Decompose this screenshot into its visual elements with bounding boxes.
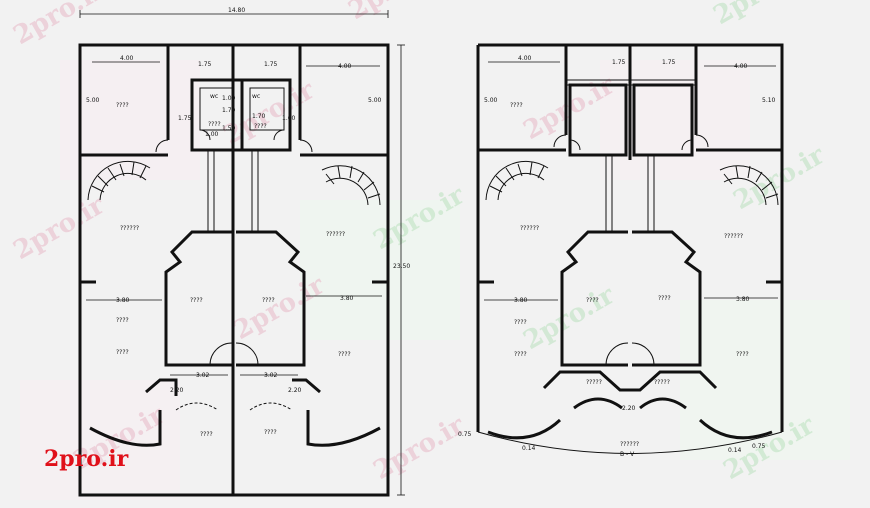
- spiral-stair-right: [719, 165, 779, 206]
- room-label-bay-right: ?????: [654, 379, 670, 386]
- room-label-stair-left: ??????: [520, 225, 539, 232]
- dim-arc-small-right: 0.14: [728, 447, 742, 454]
- dim-top-right-width: 4.00: [734, 63, 748, 70]
- room-label-hall-right: ????: [262, 297, 275, 304]
- dim-core-small: 1.00: [205, 131, 219, 138]
- room-label-front-left-1: ????: [514, 319, 527, 326]
- room-label-stair-right: ??????: [724, 233, 743, 240]
- footer-title-label: ??????: [620, 441, 639, 448]
- spiral-stair-right: [321, 165, 381, 206]
- room-label-stair-right: ??????: [326, 231, 345, 238]
- dim-arc-left: 0.75: [458, 431, 472, 438]
- dim-core-small: 1.70: [252, 113, 266, 120]
- dim-overall-width: 14.80: [228, 7, 245, 14]
- dim-mid-right: 3.80: [340, 295, 354, 302]
- dim-arc-right: 0.75: [752, 443, 766, 450]
- dim-core-small: 1.70: [222, 107, 236, 114]
- room-label-front-left-2: ????: [116, 349, 129, 356]
- room-label-hall-left: ????: [586, 297, 599, 304]
- room-label-bay-left: ?????: [586, 379, 602, 386]
- room-label-top-left: ????: [116, 102, 129, 109]
- dim-top-left-width: 4.00: [120, 55, 134, 62]
- dim-bay-right: 2.20: [288, 387, 302, 394]
- label-wc-right: wc: [252, 93, 260, 100]
- dim-top-left-depth: 5.00: [484, 97, 498, 104]
- dim-core-top-right: 1.75: [662, 59, 676, 66]
- room-label-front-right: ????: [736, 351, 749, 358]
- section-mark-label: B - V: [620, 451, 635, 458]
- dim-mid-right: 3.80: [736, 296, 750, 303]
- site-logo: 2pro.ir: [44, 446, 129, 472]
- plan-right: 4.00 5.00 4.00 5.10 1.75 1.75 ???? ?????…: [458, 43, 784, 458]
- room-label-top-left: ????: [510, 102, 523, 109]
- spiral-stair-left: [485, 160, 549, 201]
- dim-core-small: 1.50: [222, 125, 236, 132]
- dim-bay: 2.20: [622, 405, 636, 412]
- room-label-bottom-left: ????: [200, 431, 213, 438]
- dim-core-top-left: 1.75: [612, 59, 626, 66]
- dim-mid-left: 3.80: [116, 297, 130, 304]
- dim-entry-right: 3.02: [264, 372, 278, 379]
- dim-top-right-depth: 5.10: [762, 97, 776, 104]
- dim-entry-left: 3.02: [196, 372, 210, 379]
- room-label-hall-right: ????: [658, 295, 671, 302]
- room-label-core-right: ????: [254, 123, 267, 130]
- dim-bay-left: 2.20: [170, 387, 184, 394]
- dim-core-top-left: 1.75: [198, 61, 212, 68]
- room-label-hall-left: ????: [190, 297, 203, 304]
- label-wc-left: wc: [210, 93, 218, 100]
- room-label-front-right: ????: [338, 351, 351, 358]
- room-label-core-left: ????: [208, 121, 221, 128]
- dim-top-right-width: 4.00: [338, 63, 352, 70]
- dim-overall-height: 23.50: [393, 263, 410, 270]
- plan-left: 14.80 23.50 4.00 5.00 4.00 5.00 ???? 1.7…: [78, 7, 410, 497]
- room-label-stair-left: ??????: [120, 225, 139, 232]
- spiral-stair-left: [87, 160, 151, 201]
- dim-top-left-depth: 5.00: [86, 97, 100, 104]
- dim-core-small: 1.00: [222, 95, 236, 102]
- dim-core-left-side: 1.75: [178, 115, 192, 122]
- dim-core-top-right: 1.75: [264, 61, 278, 68]
- core-wc-block: 1.75 1.75 wc wc 1.00 1.70 1.70 1.00 1.50…: [190, 61, 292, 152]
- dim-top-right-depth: 5.00: [368, 97, 382, 104]
- room-label-front-left-2: ????: [514, 351, 527, 358]
- dim-mid-left: 3.80: [514, 297, 528, 304]
- dim-arc-small-left: 0.14: [522, 445, 536, 452]
- room-label-bottom-right: ????: [264, 429, 277, 436]
- dim-top-left-width: 4.00: [518, 55, 532, 62]
- room-label-front-left-1: ????: [116, 317, 129, 324]
